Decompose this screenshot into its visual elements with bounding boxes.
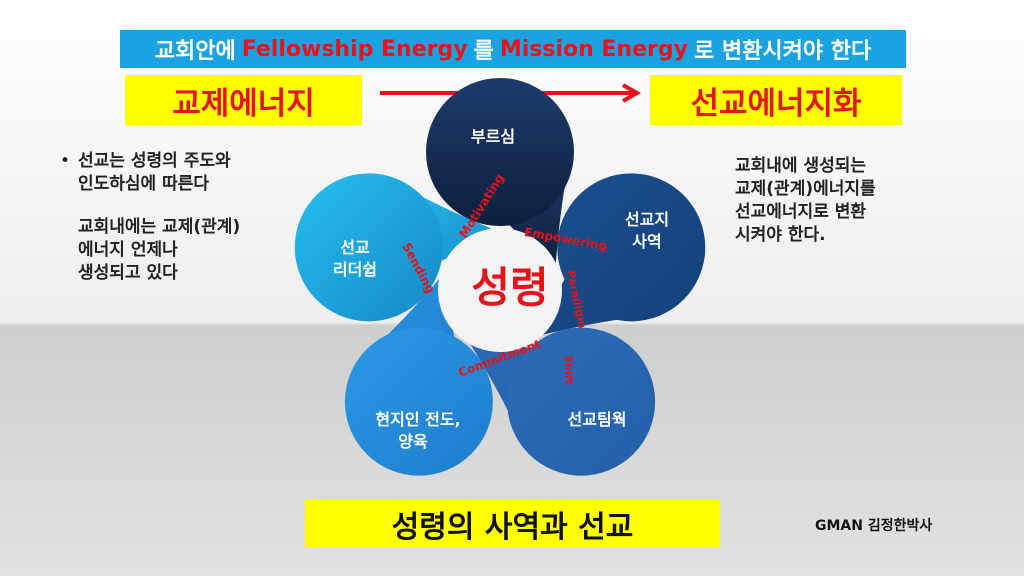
bottom-title: 성령의 사역과 선교 [305, 500, 720, 548]
banner-text: 로 변환시켜야 한다 [693, 39, 872, 64]
petal-label-evangelism-2: 양육 [398, 432, 428, 451]
petal-label-mission-field: 선교지 [625, 210, 669, 229]
title-banner: 교회안에 Fellowship Energy 를 Mission Energy … [120, 30, 906, 68]
banner-fellowship: Fellowship Energy [241, 36, 468, 62]
petal-label-mission-field-2: 사역 [632, 232, 661, 251]
petal-calling [426, 78, 574, 272]
right-text: 교회내에 생성되는 교제(관계)에너지를 선교에너지로 변환 시켜야 한다. [735, 156, 876, 245]
petal-label-teamwork: 선교팀웍 [568, 410, 627, 429]
petal-leadership [294, 173, 500, 322]
center-label: 성령 [471, 263, 548, 312]
petal-label-calling: 부르심 [471, 127, 515, 146]
arm-label-shift: Shift [562, 355, 575, 385]
banner-mission: Mission Energy [499, 36, 688, 62]
banner-text: 교회안에 [154, 39, 236, 64]
center-disc [438, 228, 562, 352]
petal-label-leadership-2: 리더쉽 [333, 260, 377, 279]
petal-label-evangelism: 현지인 전도, [375, 410, 460, 429]
fellowship-energy-box: 교제에너지 [125, 75, 362, 125]
petal-mission-field [534, 173, 706, 337]
mission-energy-box: 선교에너지화 [650, 75, 902, 125]
petal-label-leadership: 선교 [340, 238, 370, 257]
petal-teamwork [466, 327, 656, 476]
left-text: •선교는 성령의 주도와 인도하심에 따른다 교회내에는 교제(관계) 에너지 … [60, 151, 241, 283]
petal-evangelism [344, 272, 493, 476]
banner-text: 를 [473, 39, 494, 64]
author-label: GMAN 김정한박사 [815, 518, 933, 534]
